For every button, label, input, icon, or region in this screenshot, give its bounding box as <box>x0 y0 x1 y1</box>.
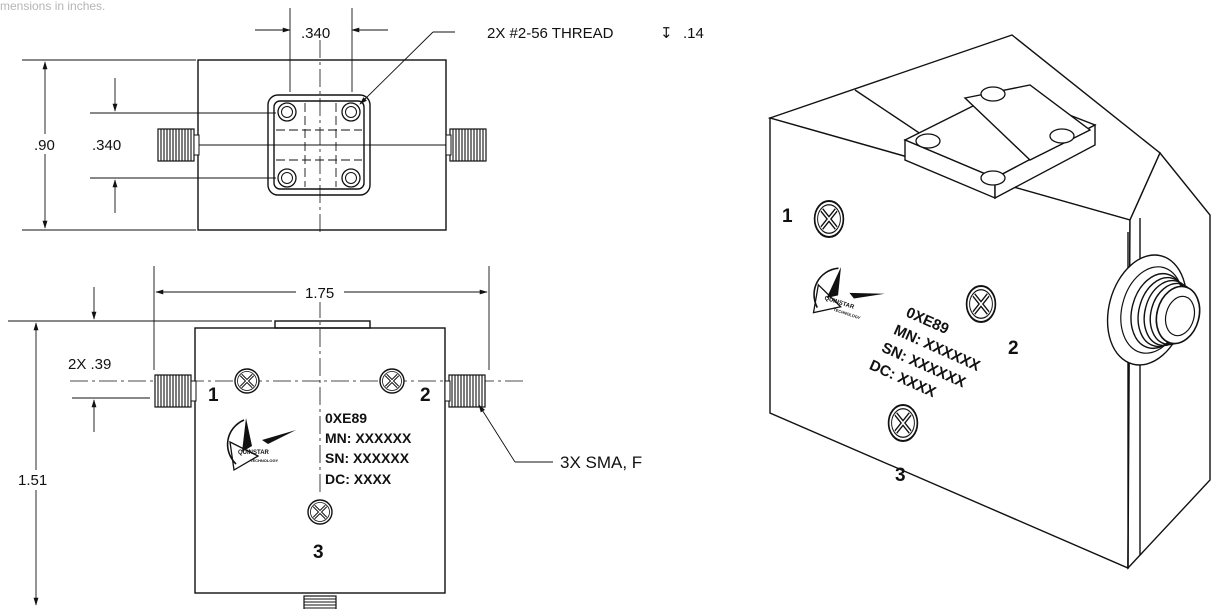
connector-callout: 3X SMA, F <box>560 453 642 472</box>
dim-total-height-front: 1.51 <box>18 472 47 489</box>
label-dc: DC: XXXX <box>325 471 392 487</box>
top-view: .340 2X #2-56 THREAD ↧ .14 .90 .340 <box>22 8 704 235</box>
thread-depth-icon: ↧ <box>660 25 673 42</box>
iso-flange <box>903 84 1097 200</box>
screw-head-icon <box>815 201 844 237</box>
top-view-flange <box>267 94 371 196</box>
screw-head-icon <box>378 367 406 395</box>
label-model-code: 0XE89 <box>325 410 367 426</box>
dim-length: 1.75 <box>305 285 334 302</box>
dim-port-offset: 2X .39 <box>68 356 111 373</box>
label-sn: SN: XXXXXX <box>325 450 410 466</box>
thread-callout: 2X #2-56 THREAD <box>487 25 614 42</box>
iso-port-label-1: 1 <box>782 206 793 227</box>
sma-connector-icon <box>303 595 337 609</box>
dim-flange-width: .340 <box>301 25 330 42</box>
sma-connector-icon <box>449 128 487 162</box>
dim-flange-height: .340 <box>92 137 121 154</box>
screw-head-icon <box>306 498 334 526</box>
svg-text:TECHNOLOGY: TECHNOLOGY <box>250 458 279 463</box>
quinstar-logo-icon: QUINSTAR TECHNOLOGY <box>226 417 297 471</box>
iso-port-label-2: 2 <box>1008 338 1019 359</box>
screw-head-icon <box>233 367 261 395</box>
port-label-3: 3 <box>313 542 324 563</box>
sma-connector-icon <box>1106 254 1201 366</box>
sma-connector-icon <box>448 374 486 408</box>
units-note: mensions in inches. <box>0 0 105 13</box>
svg-text:QUINSTAR: QUINSTAR <box>238 450 270 456</box>
screw-head-icon <box>889 405 918 441</box>
front-view: 1 2 3 QUINSTAR TECHNOLOGY 0XE89 MN: XXXX… <box>8 266 642 609</box>
sma-connector-icon <box>154 374 192 408</box>
iso-view: 1 2 3 QUINSTAR TECHNOLOGY 0XE89 MN: XXXX… <box>767 34 1211 570</box>
label-mn: MN: XXXXXX <box>325 430 412 446</box>
port-label-1: 1 <box>208 385 219 406</box>
iso-port-label-3: 3 <box>895 465 906 486</box>
port-label-2: 2 <box>420 385 431 406</box>
sma-connector-icon <box>157 128 195 162</box>
dim-total-height: .90 <box>34 137 55 154</box>
thread-depth: .14 <box>683 25 704 42</box>
screw-head-icon <box>967 286 996 322</box>
